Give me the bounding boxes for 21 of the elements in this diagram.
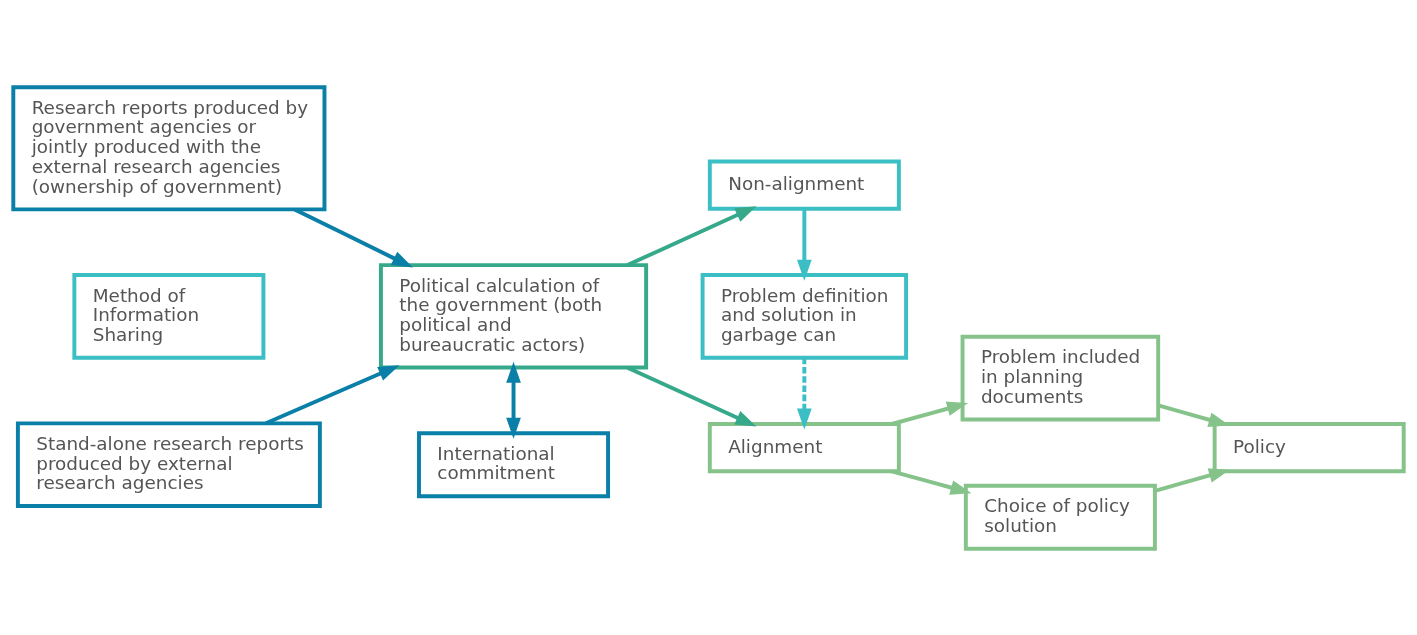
arrow <box>891 468 972 495</box>
arrow <box>891 401 968 426</box>
node-box: Problem included in planning documents <box>960 334 1161 421</box>
arrow <box>796 208 812 281</box>
arrow <box>506 361 521 439</box>
node-box: Non-alignment <box>707 158 901 211</box>
node-box: International commitment <box>417 430 611 498</box>
arrow <box>265 364 400 425</box>
node-box: Policy <box>1212 421 1406 473</box>
node-box: Method of Information Sharing <box>72 272 266 360</box>
arrow <box>626 205 757 267</box>
node-box: Alignment <box>707 421 901 473</box>
node-box: Problem definition and solution in garbage can <box>700 272 909 360</box>
arrow <box>1154 467 1230 493</box>
arrow <box>796 357 812 429</box>
node-box: Choice of policy solution <box>963 483 1157 551</box>
arrow <box>626 365 757 426</box>
node-box: Stand-alone research reports produced by external research agencies <box>15 420 322 508</box>
node-box: Political calculation of the government (both political and bureaucratic actors) <box>378 262 649 370</box>
arrow <box>293 207 413 268</box>
node-box: Research reports produced by government agencies or jointly produced with the external research agencies (ownership of government) <box>11 84 327 211</box>
